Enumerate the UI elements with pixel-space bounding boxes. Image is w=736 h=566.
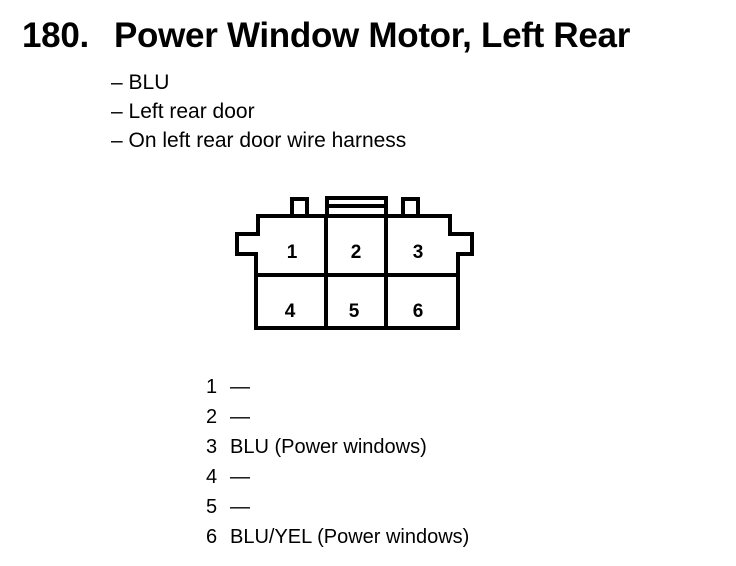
cavity-label-1: 1 — [287, 242, 298, 263]
cavity-label-5: 5 — [349, 301, 360, 322]
pin-description: BLU/YEL (Power windows) — [230, 526, 470, 548]
cavity-label-6: 6 — [413, 301, 424, 322]
pin-description: — — [230, 466, 250, 488]
pin-list: 1 — 2 — 3 BLU (Power windows) 4 — 5 — 6 … — [206, 372, 469, 552]
pin-description: BLU (Power windows) — [230, 436, 427, 458]
page-title: 180. Power Window Motor, Left Rear — [22, 14, 630, 58]
title-number: 180. — [22, 16, 89, 55]
pin-description: — — [230, 406, 250, 428]
connector-outline — [235, 214, 474, 330]
pin-number: 2 — [206, 406, 218, 428]
detail-harness: – On left rear door wire harness — [111, 129, 407, 152]
pin-row: 6 BLU/YEL (Power windows) — [206, 522, 469, 552]
cavity-label-4: 4 — [285, 301, 296, 322]
pin-number: 6 — [206, 526, 218, 548]
cavity-label-3: 3 — [413, 242, 424, 263]
pin-description: — — [230, 376, 250, 398]
detail-color: – BLU — [111, 71, 170, 94]
pin-number: 4 — [206, 466, 218, 488]
pin-description: — — [230, 496, 250, 518]
pin-row: 2 — — [206, 402, 469, 432]
pin-row: 4 — — [206, 462, 469, 492]
pin-number: 1 — [206, 376, 218, 398]
cavity-label-2: 2 — [351, 242, 362, 263]
connector-latch-left — [290, 197, 309, 216]
pin-number: 3 — [206, 436, 218, 458]
pin-row: 5 — — [206, 492, 469, 522]
pin-row: 3 BLU (Power windows) — [206, 432, 469, 462]
pin-row: 1 — — [206, 372, 469, 402]
title-text: Power Window Motor, Left Rear — [114, 16, 631, 55]
connector-lock-tab — [325, 196, 388, 216]
connector-latch-right — [401, 197, 420, 216]
connector-details: – BLU – Left rear door – On left rear do… — [111, 68, 406, 155]
pin-number: 5 — [206, 496, 218, 518]
detail-location: – Left rear door — [111, 100, 255, 123]
